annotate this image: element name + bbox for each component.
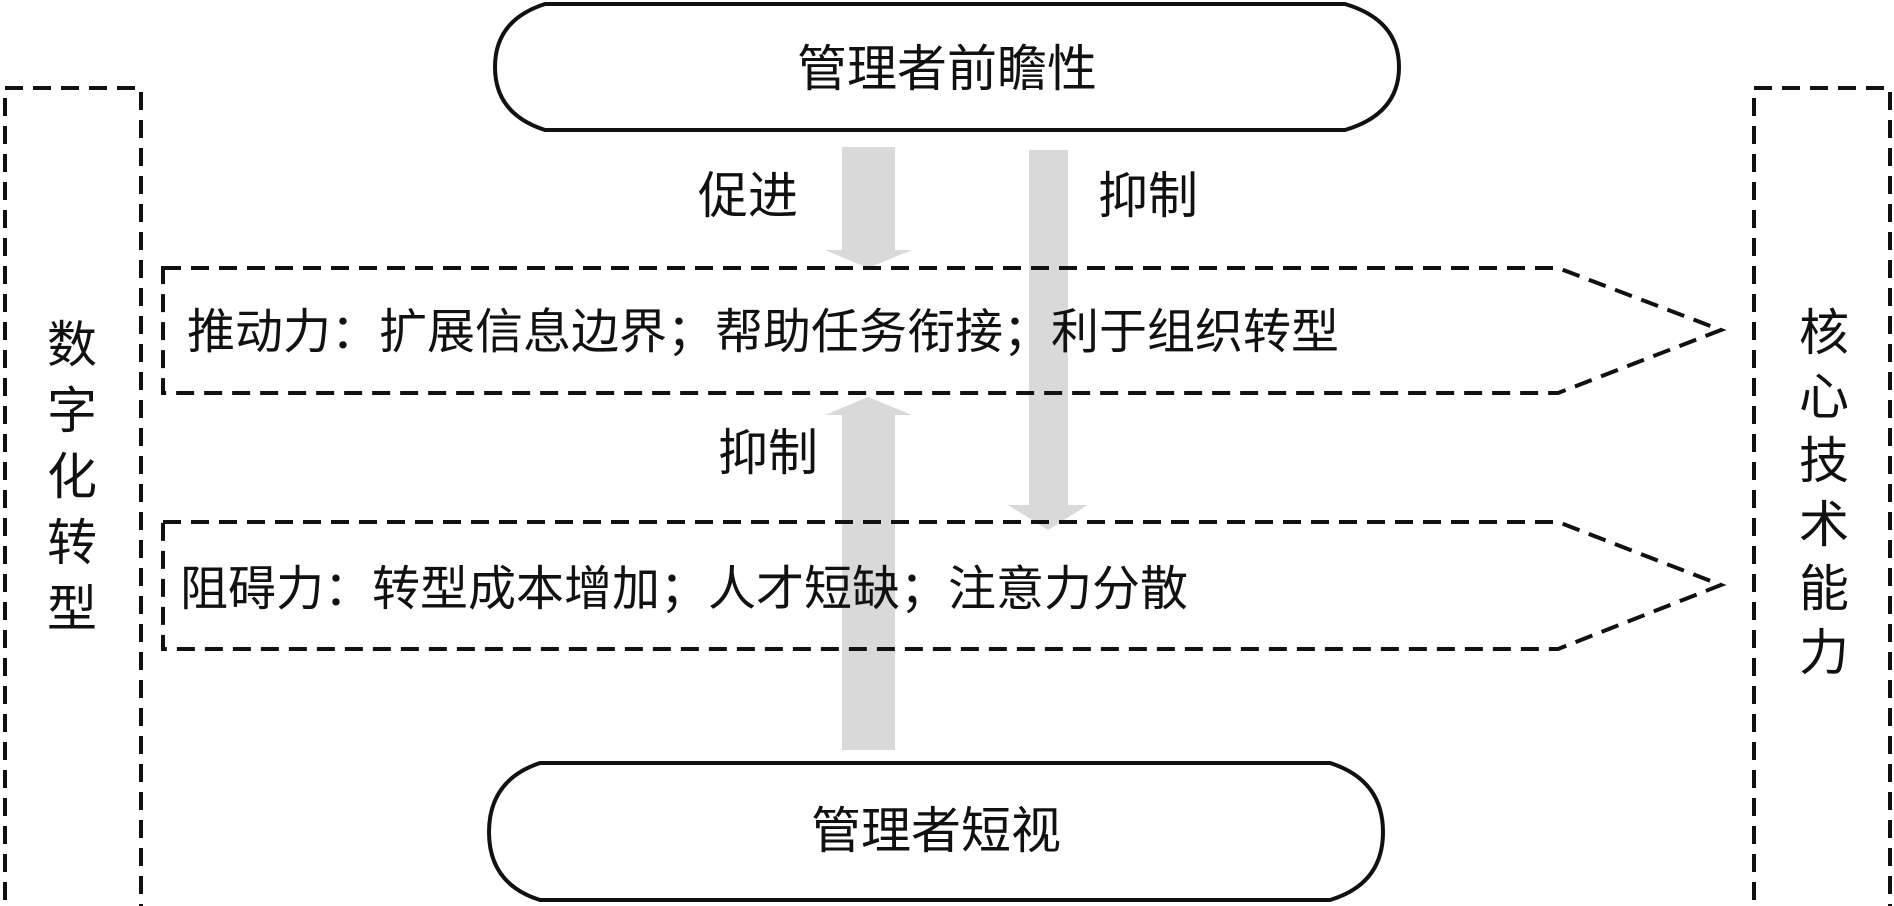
right-node-char: 力 <box>1799 624 1849 682</box>
bottom-node-label: 管理者短视 <box>811 802 1061 860</box>
inhibit-up-arrow <box>825 397 912 750</box>
right-node-char: 技 <box>1799 432 1849 490</box>
right-node-char: 术 <box>1799 496 1849 554</box>
right-node-box <box>1752 86 1892 906</box>
hindering-force-arrow <box>161 520 1727 651</box>
hindering-force-label: 阻碍力：转型成本增加；人才短缺；注意力分散 <box>180 561 1188 617</box>
left-node-box <box>3 86 143 906</box>
top-node-label: 管理者前瞻性 <box>797 40 1097 98</box>
top-node-box <box>492 2 1402 132</box>
left-node-char: 化 <box>47 448 97 506</box>
driving-force-arrow <box>161 266 1727 395</box>
promote-label: 促进 <box>698 167 798 225</box>
promote-arrow <box>825 147 912 268</box>
right-node-char: 核 <box>1799 304 1849 362</box>
inhibit-top-label: 抑制 <box>1098 167 1198 225</box>
left-node-char: 数 <box>47 316 97 374</box>
driving-force-label: 推动力：扩展信息边界；帮助任务衔接；利于组织转型 <box>187 304 1339 360</box>
bottom-node-box <box>486 761 1386 902</box>
left-node-char: 字 <box>47 382 97 440</box>
inhibit-bottom-label: 抑制 <box>718 424 818 482</box>
inhibit-down-arrow <box>1008 150 1088 530</box>
right-node-char: 心 <box>1799 368 1849 426</box>
left-node-label: 数 字 化 转 型 <box>47 316 97 638</box>
right-node-char: 能 <box>1799 560 1849 618</box>
left-node-char: 转 <box>47 514 97 572</box>
right-node-label: 核 心 技 术 能 力 <box>1799 304 1849 682</box>
left-node-char: 型 <box>47 580 97 638</box>
